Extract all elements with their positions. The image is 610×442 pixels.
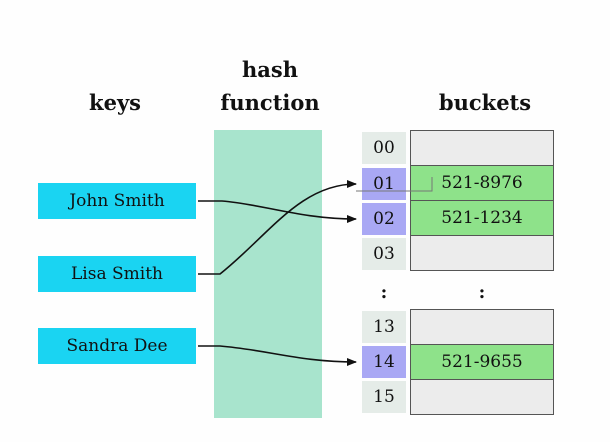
hash-function-heading-line2: function (220, 90, 320, 115)
key-lisa-smith: Lisa Smith (38, 256, 196, 292)
hash-function-heading-line1: hash (242, 57, 298, 82)
key-sandra-dee: Sandra Dee (38, 328, 196, 364)
index-cell: 15 (362, 381, 406, 413)
index-cell: 00 (362, 132, 406, 164)
arrow-sandra-dee-to-14 (198, 345, 357, 366)
hash-function-box (214, 130, 322, 418)
keys-heading: keys (89, 90, 141, 115)
arrow-john-smith-to-02 (198, 200, 357, 223)
bucket-cell (410, 235, 554, 271)
index-cell: 14 (362, 346, 406, 378)
bucket-cell: 521-8976 (410, 165, 554, 201)
bucket-link-line (356, 177, 433, 192)
key-john-smith: John Smith (38, 183, 196, 219)
bucket-cell (410, 309, 554, 345)
bucket-cell: 521-1234 (410, 200, 554, 236)
buckets-heading: buckets (438, 90, 532, 115)
index-cell: 01 (362, 168, 406, 200)
bucket-cell (410, 379, 554, 415)
bucket-cell: 521-9655 (410, 344, 554, 380)
index-cell: 02 (362, 203, 406, 235)
bucket-ellipsis: : (478, 282, 486, 303)
index-cell: 03 (362, 238, 406, 270)
arrow-lisa-smith-to-01 (198, 180, 357, 275)
index-cell: 13 (362, 311, 406, 343)
index-ellipsis: : (380, 282, 388, 303)
